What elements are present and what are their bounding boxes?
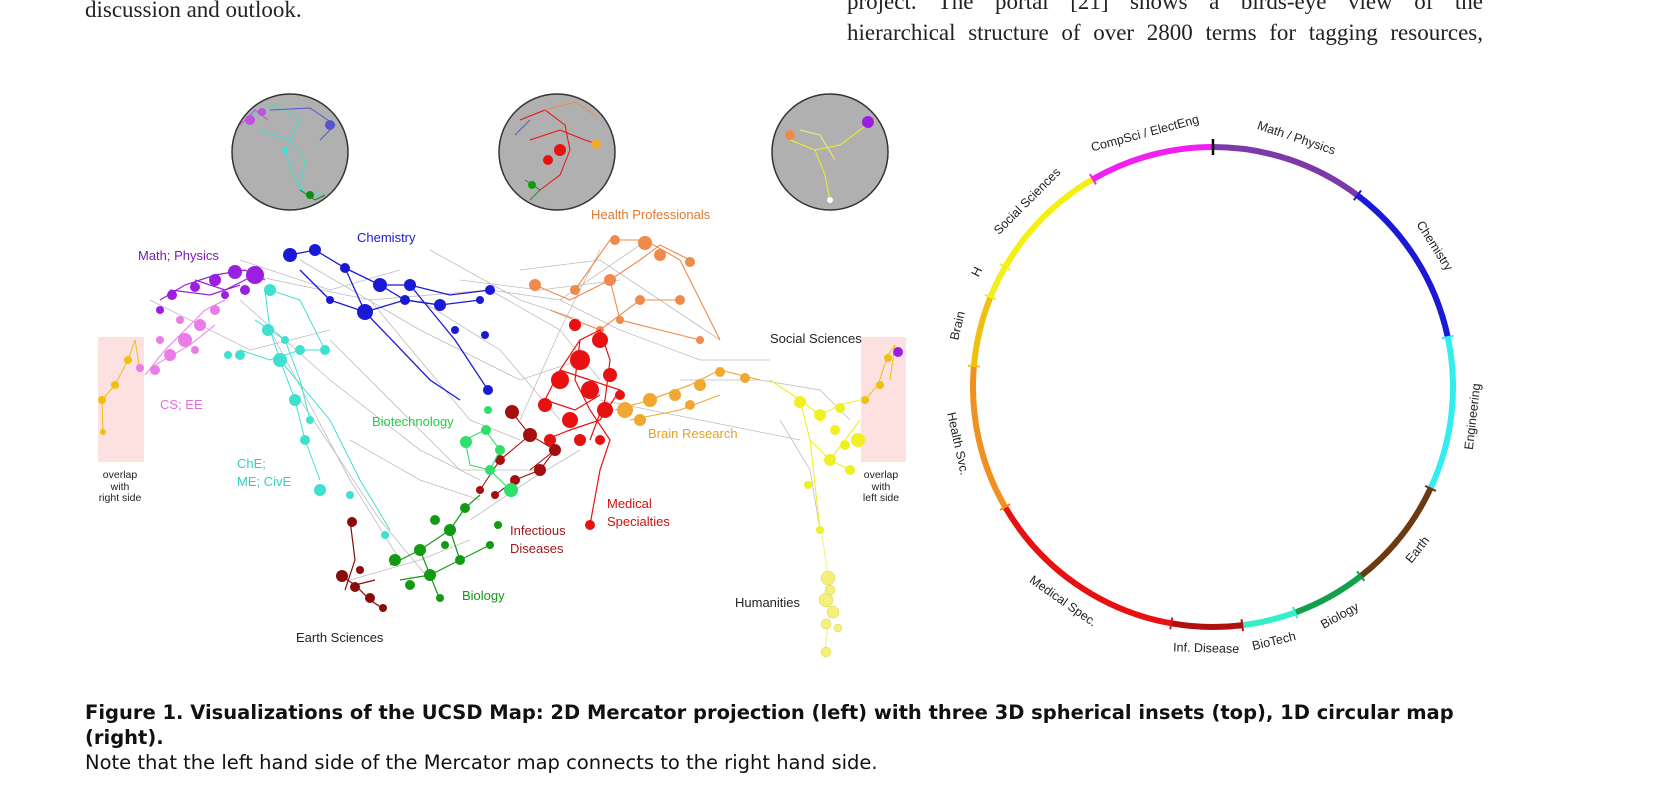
cluster-health-professionals (529, 235, 721, 344)
overlap-nodes (98, 339, 903, 435)
figure-1: Chemistry Math; Physics Health Professio… (98, 93, 1483, 658)
label-che: ChE; (237, 456, 266, 471)
label-math-physics: Math; Physics (138, 248, 219, 263)
cluster-earth-sciences (336, 517, 387, 612)
ring-segment-biotech (1241, 609, 1297, 629)
ring-tick (1424, 484, 1437, 492)
ring-label-medical-spec-: Medical Spec. (1027, 573, 1099, 630)
sphere-inset-2 (498, 93, 616, 211)
ring-label-biotech: BioTech (1251, 629, 1298, 653)
cluster-engineering (224, 284, 391, 539)
ring-segment-compsci-electeng (1091, 144, 1214, 182)
label-medical: Medical (607, 496, 652, 511)
ring-segment-inf-disease (1170, 620, 1243, 630)
ring-tick (999, 263, 1011, 271)
ring-segment-h (987, 265, 1008, 299)
circular-map: Math / PhysicsChemistryEngineeringEarthB… (944, 112, 1483, 656)
cluster-humanities (818, 534, 843, 658)
ring-segment-engineering (1427, 336, 1456, 490)
ring-tick (1169, 617, 1174, 630)
ring-segment-earth (1358, 487, 1434, 579)
cluster-brain-research (614, 367, 761, 426)
label-me-cive: ME; CivE (237, 474, 292, 489)
ring-label-biology: Biology (1318, 599, 1361, 631)
caption-note: Note that the left hand side of the Merc… (85, 751, 878, 774)
cluster-biology (389, 494, 502, 602)
label-social-sciences: Social Sciences (770, 331, 862, 346)
cluster-infectious-diseases (476, 405, 561, 499)
right-column-line: project. The portal [21] shows a birds-e… (847, 0, 1483, 14)
ring-tick (1240, 619, 1244, 632)
ring-label-brain: Brain (947, 310, 967, 342)
label-brain-research: Brain Research (648, 426, 738, 441)
label-health-professionals: Health Professionals (591, 207, 711, 222)
label-humanities: Humanities (735, 595, 801, 610)
right-column-text: project. The portal [21] shows a birds-e… (847, 0, 1483, 48)
ring-segment-health-svc- (970, 365, 1008, 509)
sphere-inset-1 (231, 93, 349, 211)
label-specialties: Specialties (607, 514, 670, 529)
ring-tick (1441, 334, 1454, 340)
label-chemistry: Chemistry (357, 230, 416, 245)
ring-tick (984, 293, 997, 301)
ring-segment-brain (970, 295, 994, 367)
ring-label-engineering: Engineering (1462, 383, 1483, 451)
ring-segment-social-sciences (1002, 176, 1095, 269)
label-overlap-right-1: overlap (864, 469, 899, 481)
ring-tick (1356, 570, 1366, 582)
ring-tick (1353, 189, 1362, 201)
ring-segment-biology (1294, 573, 1363, 616)
ring-segment-chemistry (1355, 192, 1451, 338)
cluster-medical (538, 319, 625, 530)
label-overlap-left-3: right side (99, 492, 142, 504)
sphere-inset-3 (771, 93, 889, 211)
left-column-line: discussion and outlook. (85, 0, 302, 22)
cluster-biotechnology (460, 406, 518, 497)
label-overlap-left-1: overlap (103, 469, 138, 481)
left-column-text: discussion and outlook. (85, 0, 302, 25)
cluster-chemistry (283, 244, 495, 401)
spherical-insets (231, 93, 889, 211)
label-overlap-right-3: left side (863, 492, 899, 504)
label-diseases: Diseases (510, 541, 564, 556)
ring-tick (1292, 606, 1299, 619)
circular-map-ring (967, 139, 1456, 632)
ring-label-earth: Earth (1403, 534, 1433, 566)
caption-title: Figure 1. Visualizations of the UCSD Map… (85, 701, 1454, 749)
ring-segment-math-physics (1212, 144, 1360, 198)
ring-segment-medical-spec- (1002, 505, 1172, 627)
ring-tick (967, 364, 980, 368)
label-cs-ee: CS; EE (160, 397, 203, 412)
ring-label-social-sciences: Social Sciences (991, 165, 1063, 237)
cluster-cs-ee (144, 299, 226, 376)
ring-label-h: H (969, 265, 986, 279)
figure-caption: Figure 1. Visualizations of the UCSD Map… (85, 700, 1505, 775)
cluster-social-sciences (769, 379, 865, 534)
label-biotechnology: Biotechnology (372, 414, 454, 429)
label-overlap-left-2: with (110, 481, 130, 493)
cluster-math-physics (156, 265, 266, 314)
ring-tick (1089, 173, 1097, 185)
network-edges (149, 244, 851, 581)
ring-tick (999, 503, 1011, 511)
label-biology: Biology (462, 588, 505, 603)
label-infectious: Infectious (510, 523, 566, 538)
ring-label-inf-disease: Inf. Disease (1173, 640, 1239, 656)
ring-label-health-svc-: Health Svc. (944, 411, 972, 476)
label-overlap-right-2: with (871, 481, 891, 493)
label-earth-sciences: Earth Sciences (296, 630, 384, 645)
right-column-line: hierarchical structure of over 2800 term… (847, 20, 1483, 45)
